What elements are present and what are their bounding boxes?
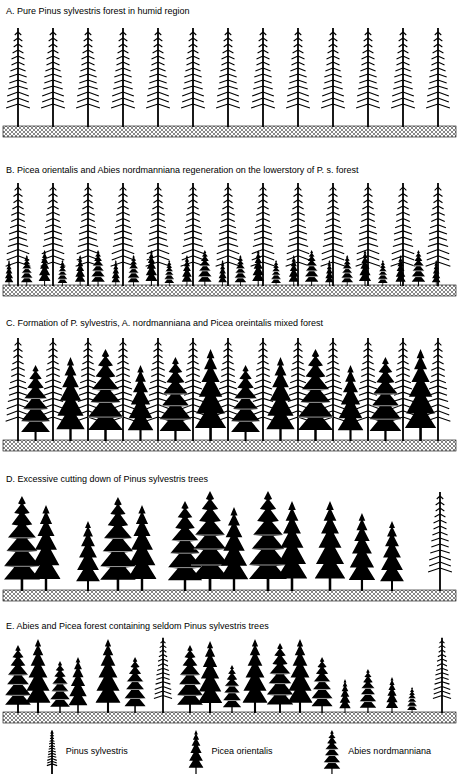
abies-tree <box>21 255 33 286</box>
pine-tree <box>251 183 276 286</box>
abies-tree <box>298 349 333 441</box>
abies-tree <box>370 357 402 441</box>
legend-tree-icon <box>47 730 57 774</box>
pine-tree <box>154 638 172 713</box>
abies-tree <box>91 250 105 286</box>
picea-tree <box>349 513 376 591</box>
legend-tree-icon <box>189 730 204 774</box>
abies-tree <box>88 349 123 441</box>
picea-tree <box>380 521 404 591</box>
picea-tree <box>432 260 441 286</box>
abies-tree <box>235 255 247 286</box>
picea-tree <box>31 505 60 591</box>
abies-tree <box>311 657 332 713</box>
panel-caption: A. Pure Pinus sylvestris forest in humid… <box>6 6 190 17</box>
pine-tree <box>181 28 205 127</box>
picea-tree <box>69 657 88 713</box>
picea-tree <box>127 505 156 591</box>
picea-tree <box>220 507 249 591</box>
legend-label: Abies nordmanniana <box>348 746 431 757</box>
picea-tree <box>287 639 312 713</box>
panel-caption: D. Excessive cutting down of Pinus sylve… <box>6 474 208 485</box>
pine-tree <box>428 492 452 591</box>
abies-tree <box>412 250 426 286</box>
legend-label: Pinus sylvestris <box>66 746 128 757</box>
pine-tree <box>216 28 240 127</box>
legend-tree-icon <box>324 730 341 774</box>
panel-caption: B. Picea orientalis and Abies nordmannia… <box>6 165 359 176</box>
picea-tree <box>252 250 264 286</box>
picea-tree <box>76 521 100 591</box>
picea-tree <box>395 255 406 286</box>
picea-tree <box>5 260 14 286</box>
ground-band <box>3 126 456 137</box>
abies-tree <box>223 665 241 713</box>
pine-tree <box>6 28 30 127</box>
pine-tree <box>433 638 451 713</box>
pine-tree <box>321 183 346 286</box>
picea-tree <box>266 357 295 441</box>
abies-tree <box>198 250 212 286</box>
abies-tree <box>5 645 31 713</box>
picea-tree <box>339 679 351 713</box>
pine-tree <box>76 28 100 127</box>
legend-label: Picea orientalis <box>211 746 272 757</box>
pine-tree <box>111 28 135 127</box>
picea-tree <box>56 357 85 441</box>
abies-tree <box>360 669 377 713</box>
abies-tree <box>128 255 140 286</box>
picea-tree <box>315 501 346 591</box>
picea-tree <box>128 365 154 441</box>
abies-tree <box>50 661 70 713</box>
abies-tree <box>407 687 417 713</box>
pine-tree <box>391 183 416 286</box>
picea-tree <box>95 639 120 713</box>
picea-tree <box>195 349 226 441</box>
pine-tree <box>426 183 451 286</box>
picea-tree <box>338 365 364 441</box>
picea-tree <box>145 250 157 286</box>
ground-band <box>3 590 456 601</box>
picea-tree <box>218 260 227 286</box>
picea-tree <box>277 501 308 591</box>
abies-tree <box>21 365 50 441</box>
picea-tree <box>289 255 300 286</box>
pine-tree <box>216 183 241 286</box>
pine-tree <box>321 28 345 127</box>
pine-tree <box>286 28 310 127</box>
pine-tree <box>356 183 381 286</box>
pine-tree <box>356 28 380 127</box>
pine-tree <box>426 28 450 127</box>
abies-tree <box>305 250 319 286</box>
abies-tree <box>58 260 68 286</box>
abies-tree <box>160 357 192 441</box>
pine-tree <box>146 28 170 127</box>
picea-tree <box>25 639 50 713</box>
pine-tree <box>251 28 275 127</box>
ground-band <box>3 285 456 296</box>
abies-tree <box>164 260 174 286</box>
picea-tree <box>39 250 51 286</box>
abies-tree <box>124 657 145 713</box>
ground-band <box>3 440 456 451</box>
picea-tree <box>198 641 223 713</box>
panel-caption: E. Abies and Picea forest containing sel… <box>6 621 269 632</box>
ground-band <box>3 712 456 723</box>
pine-tree <box>41 28 65 127</box>
abies-tree <box>271 260 281 286</box>
picea-tree <box>111 260 120 286</box>
abies-tree <box>378 260 388 286</box>
picea-tree <box>242 639 267 713</box>
picea-tree <box>405 349 436 441</box>
picea-tree <box>182 255 193 286</box>
pine-tree <box>391 28 415 127</box>
picea-tree <box>75 255 86 286</box>
picea-tree <box>386 677 398 713</box>
picea-tree <box>359 250 371 286</box>
abies-tree <box>231 365 260 441</box>
abies-tree <box>341 255 353 286</box>
picea-tree <box>325 260 334 286</box>
panel-caption: C. Formation of P. sylvestris, A. nordma… <box>6 318 323 329</box>
